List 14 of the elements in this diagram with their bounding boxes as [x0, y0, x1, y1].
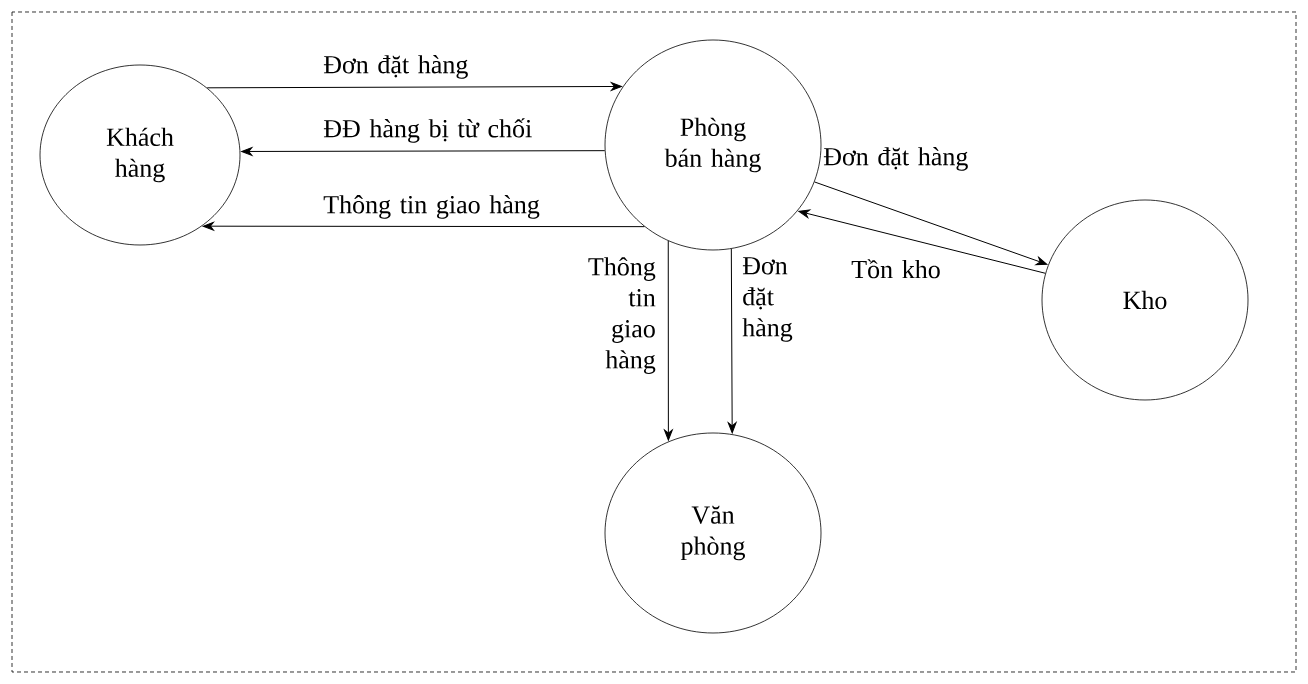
arrow — [727, 248, 737, 434]
edge-label: ĐĐ hàng bị từ chối — [323, 118, 532, 143]
edge-label: Tồn kho — [851, 259, 940, 279]
arrow — [202, 221, 645, 231]
edge-label: Đơn đặt hàng — [323, 55, 468, 79]
edge-label: Thông tin giao hàng — [323, 195, 540, 219]
edge-label: Đơn đặt hàng — [742, 257, 793, 342]
arrow — [663, 240, 673, 441]
arrow — [798, 209, 1046, 274]
edge-label: Thông tin giao hàng — [588, 257, 656, 374]
arrow — [814, 181, 1048, 266]
arrow — [241, 147, 606, 156]
edge-label: Đơn đặt hàng — [823, 147, 968, 171]
arrow — [206, 82, 622, 91]
